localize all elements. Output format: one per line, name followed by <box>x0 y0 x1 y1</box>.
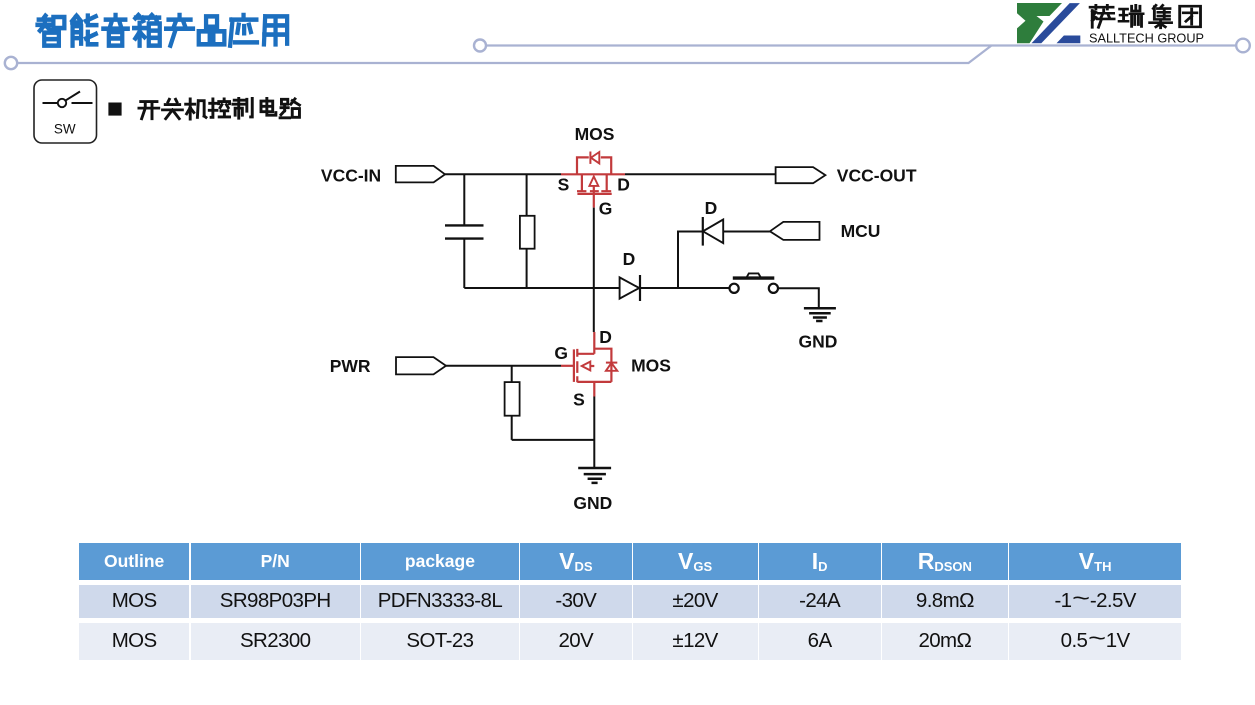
svg-text:S: S <box>573 390 585 410</box>
svg-text:D: D <box>617 174 630 194</box>
svg-text:MOS: MOS <box>631 356 671 376</box>
svg-text:S: S <box>558 174 570 194</box>
svg-text:D: D <box>623 249 636 269</box>
svg-text:MCU: MCU <box>841 221 881 241</box>
svg-text:D: D <box>705 198 718 218</box>
svg-text:G: G <box>554 343 568 363</box>
svg-text:GND: GND <box>799 332 838 352</box>
svg-text:SW: SW <box>54 122 76 137</box>
svg-text:VCC-OUT: VCC-OUT <box>837 166 917 186</box>
svg-text:GND: GND <box>573 493 612 513</box>
svg-text:SALLTECH GROUP: SALLTECH GROUP <box>1089 32 1204 46</box>
svg-text:D: D <box>599 327 612 347</box>
svg-text:MOS: MOS <box>575 124 615 144</box>
svg-text:VCC-IN: VCC-IN <box>321 165 381 185</box>
svg-text:PWR: PWR <box>330 356 371 376</box>
svg-text:G: G <box>599 198 613 218</box>
